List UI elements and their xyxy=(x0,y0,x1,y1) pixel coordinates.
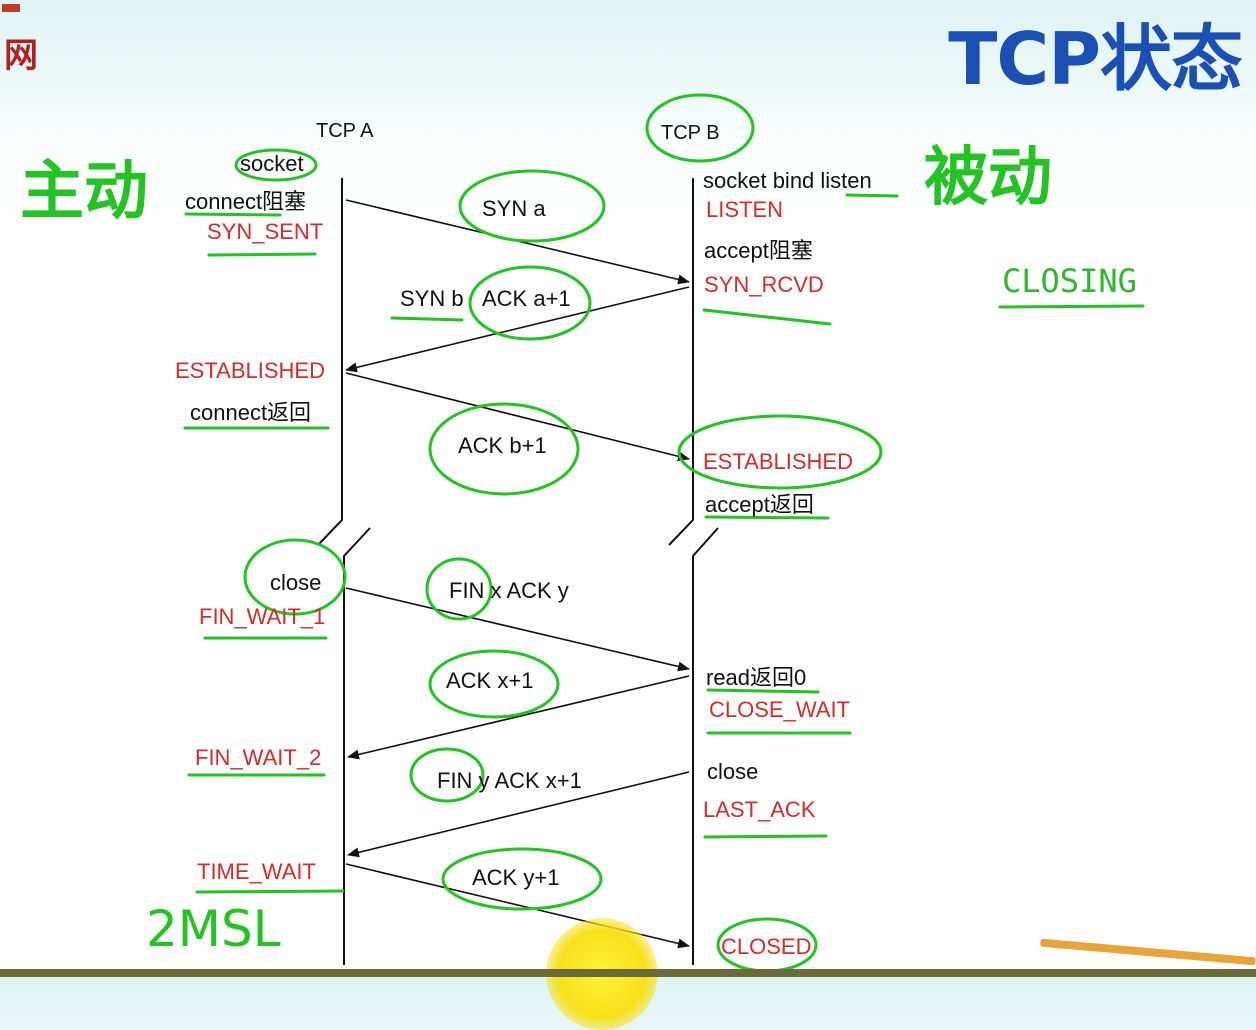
state-syn-sent: SYN_SENT xyxy=(207,219,324,244)
underline xyxy=(207,252,317,257)
circle-ack-x1 xyxy=(428,649,560,719)
state-time-wait: TIME_WAIT xyxy=(197,859,316,884)
msg-fin-y-ack-x1: FIN y ACK x+1 xyxy=(437,768,582,793)
state-listen: LISTEN xyxy=(706,197,784,222)
sequence-diagram xyxy=(183,93,1145,973)
state-close-wait: CLOSE_WAIT xyxy=(709,697,850,722)
annotation-circles xyxy=(234,93,883,973)
lifeline-b xyxy=(668,178,719,965)
underline xyxy=(704,515,830,520)
logo: 网 xyxy=(0,0,48,76)
state-fin-wait-2: FIN_WAIT_2 xyxy=(195,745,322,770)
underline xyxy=(845,193,899,198)
bottom-bar xyxy=(0,969,1256,977)
handwriting-2msl: 2MSL xyxy=(146,900,281,958)
circle-ack-a1 xyxy=(468,265,592,341)
closing-state-note: CLOSING xyxy=(1002,262,1137,300)
arrow-fin-y xyxy=(347,771,690,858)
state-closed: CLOSED xyxy=(721,934,812,959)
handwriting-active: 主动 xyxy=(20,154,148,229)
logo-glyph: 网 xyxy=(4,36,38,76)
state-fin-wait-1: FIN_WAIT_1 xyxy=(199,604,326,629)
msg-ack-b1: ACK b+1 xyxy=(458,433,547,458)
underline xyxy=(702,308,832,326)
page-title: TCP状态 xyxy=(948,17,1243,101)
underline xyxy=(195,889,345,894)
lifeline-a xyxy=(317,178,371,965)
host-a-label: TCP A xyxy=(316,120,374,142)
left-socket: socket xyxy=(240,151,304,176)
msg-ack-a1: ACK a+1 xyxy=(482,286,571,311)
circle-established-b xyxy=(677,414,883,490)
host-b-label: TCP B xyxy=(661,122,720,144)
handwriting-passive: 被动 xyxy=(924,140,1052,215)
lifelines xyxy=(317,178,719,965)
left-connect-block: connect阻塞 xyxy=(185,189,307,214)
circle-tcp-b xyxy=(645,93,755,163)
underline xyxy=(998,304,1145,309)
state-established-a: ESTABLISHED xyxy=(175,358,325,383)
state-last-ack: LAST_ACK xyxy=(703,797,816,822)
underline xyxy=(390,316,464,322)
arrow-syn-b xyxy=(345,286,690,373)
annotation-underlines xyxy=(183,193,1145,894)
msg-syn-a: SYN a xyxy=(482,196,546,221)
right-accept-block: accept阻塞 xyxy=(704,238,813,263)
left-connect-return: connect返回 xyxy=(190,400,312,425)
msg-fin-x-ack-y: FIN x ACK y xyxy=(449,578,569,603)
state-syn-rcvd: SYN_RCVD xyxy=(704,272,824,297)
circle-fin-y xyxy=(409,747,485,803)
circle-socket xyxy=(234,148,318,182)
msg-syn-b: SYN b xyxy=(400,286,464,311)
logo-bar xyxy=(2,4,20,12)
underline xyxy=(706,688,820,694)
underline xyxy=(703,834,828,839)
arrow-ack-b1 xyxy=(345,372,690,462)
right-close: close xyxy=(707,759,759,784)
circle-ack-b1 xyxy=(428,402,580,496)
msg-ack-x1: ACK x+1 xyxy=(446,668,534,693)
arrows xyxy=(345,199,690,949)
circle-close-a xyxy=(243,538,347,616)
circle-ack-y1 xyxy=(441,847,603,911)
underline xyxy=(184,212,282,217)
right-socket-bind-listen: socket bind listen xyxy=(703,168,872,193)
arrow-ack-x1 xyxy=(347,675,690,760)
right-accept-return: accept返回 xyxy=(705,492,814,517)
circle-syn-a xyxy=(458,169,606,243)
arrow-fin-x xyxy=(345,587,690,672)
circle-fin-x xyxy=(425,557,493,621)
left-close: close xyxy=(270,570,322,595)
msg-ack-y1: ACK y+1 xyxy=(472,865,560,890)
right-read-return: read返回0 xyxy=(706,665,807,690)
state-established-b: ESTABLISHED xyxy=(703,449,853,474)
